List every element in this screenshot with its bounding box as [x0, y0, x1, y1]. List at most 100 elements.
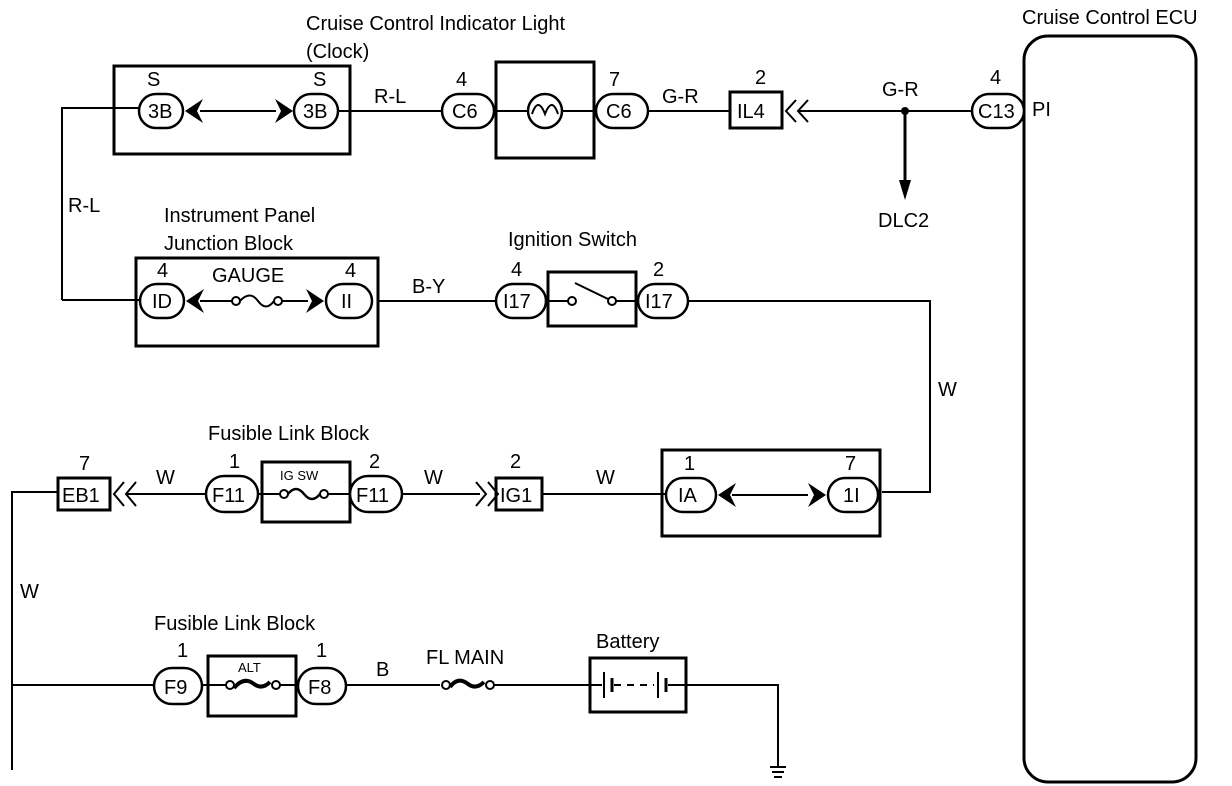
arrow-id-icon [186, 289, 204, 313]
connector-ia [664, 476, 718, 514]
switch-lever-icon [574, 282, 609, 300]
fuse-alt-icon [232, 678, 272, 690]
ig-sw-label: IG SW [280, 468, 319, 483]
wire-label-rl-side: R-L [68, 195, 100, 217]
wire-label-w-left: W [20, 581, 39, 603]
wire-label-w-ig1: W [596, 467, 615, 489]
pin-il4: 2 [755, 67, 766, 89]
connector-f8-label: F8 [308, 677, 331, 699]
connector-eb1-label: EB1 [62, 485, 100, 507]
ignition-switch-title: Ignition Switch [508, 229, 637, 251]
pin-f9: 1 [177, 640, 188, 662]
connector-f9-label: F9 [164, 677, 187, 699]
arrow-ii-icon [306, 289, 324, 313]
bulb-icon [526, 92, 564, 130]
connector-il4 [728, 90, 784, 130]
ignition-switch-box [546, 270, 638, 328]
fl-main-terminal-right [485, 680, 495, 690]
pin-c6-right: 7 [609, 69, 620, 91]
connector-il4-label: IL4 [737, 101, 765, 123]
connector-id-label: ID [152, 291, 172, 313]
pin-1i: 7 [845, 453, 856, 475]
junction-ia-box [660, 448, 882, 538]
plug-ig1-icon-b [487, 481, 500, 507]
cruise-ecu-box [1022, 34, 1198, 784]
fl-block-2-title: Fusible Link Block [154, 613, 316, 635]
dlc2-label: DLC2 [878, 210, 929, 232]
pin-3b-right: S [313, 69, 326, 91]
arrow-3b-left-icon [185, 99, 203, 123]
arrow-ia-icon [718, 483, 736, 507]
alt-terminal-right [271, 680, 281, 690]
pin-ig1: 2 [510, 451, 521, 473]
connector-ig1-label: IG1 [500, 485, 532, 507]
wire-label-b: B [376, 659, 389, 681]
indicator-title: Cruise Control Indicator Light [306, 13, 565, 35]
fl-main-label: FL MAIN [426, 647, 504, 669]
connector-c13-label: C13 [978, 101, 1015, 123]
wire-label-gr-2: G-R [882, 79, 919, 101]
pin-c6-left: 4 [456, 69, 467, 91]
pin-f11-left: 1 [229, 451, 240, 473]
ecu-pin-label: PI [1032, 99, 1051, 121]
wire-label-w-right: W [938, 379, 957, 401]
indicator-subtitle: (Clock) [306, 41, 369, 63]
wire-w-right [688, 300, 931, 493]
wire-label-by: B-Y [412, 276, 445, 298]
wire-label-w-f11: W [424, 467, 443, 489]
pin-i17-right: 2 [653, 259, 664, 281]
wire-label-rl-top: R-L [374, 86, 406, 108]
fuse-igsw-icon [287, 487, 321, 501]
alt-label: ALT [238, 660, 261, 675]
switch-contact-left [567, 296, 577, 306]
pin-3b-left: S [147, 69, 160, 91]
alt-terminal-left [225, 680, 235, 690]
connector-3b-right-label: 3B [303, 101, 327, 123]
wire-label-w-eb1: W [156, 467, 175, 489]
connector-c6-left-label: C6 [452, 101, 478, 123]
arrow-dlc2-icon [899, 180, 911, 200]
connector-c6-right-label: C6 [606, 101, 632, 123]
gauge-label: GAUGE [212, 265, 284, 287]
pin-f8: 1 [316, 640, 327, 662]
connector-3b-left-label: 3B [148, 101, 172, 123]
connector-i17-left-label: I17 [503, 291, 531, 313]
pin-ia: 1 [684, 453, 695, 475]
fl-block-1-title: Fusible Link Block [208, 423, 370, 445]
igsw-terminal-right [319, 489, 329, 499]
wire-label-gr-1: G-R [662, 86, 699, 108]
pin-eb1: 7 [79, 453, 90, 475]
filament-icon [531, 104, 559, 117]
plug-il4-icon-a [784, 99, 797, 123]
fuse-fl-main-icon [448, 678, 486, 689]
connector-f11-left-label: F11 [212, 485, 245, 507]
plug-ig1-icon-a [475, 481, 488, 507]
ip-jb-title-1: Instrument Panel [164, 205, 315, 227]
connector-1i-label: 1I [843, 485, 860, 507]
connector-c13 [970, 92, 1026, 130]
wire-ground [668, 684, 779, 766]
arrow-3b-right-icon [275, 99, 293, 123]
fl-main-terminal-left [441, 680, 451, 690]
fuse-terminal-right [273, 296, 283, 306]
connector-i17-right-label: I17 [645, 291, 673, 313]
connector-eb1 [56, 476, 112, 512]
plug-eb1-icon-a [112, 481, 125, 507]
fuse-terminal-left [231, 296, 241, 306]
arrow-1i-icon [808, 483, 826, 507]
connector-f11-right-label: F11 [356, 485, 389, 507]
battery-label: Battery [596, 631, 659, 653]
switch-contact-right [607, 296, 617, 306]
fuse-gauge-icon [239, 294, 275, 308]
connector-ii-label: II [341, 291, 352, 313]
pin-ii: 4 [345, 260, 356, 282]
ip-jb-title-2: Junction Block [164, 233, 294, 255]
connector-id [138, 282, 186, 320]
pin-id: 4 [157, 260, 168, 282]
connector-3b-left [137, 92, 185, 130]
wire-w-left [11, 491, 58, 770]
pin-i17-left: 4 [511, 259, 522, 281]
connector-ia-label: IA [678, 485, 698, 507]
connector-1i [826, 476, 880, 514]
